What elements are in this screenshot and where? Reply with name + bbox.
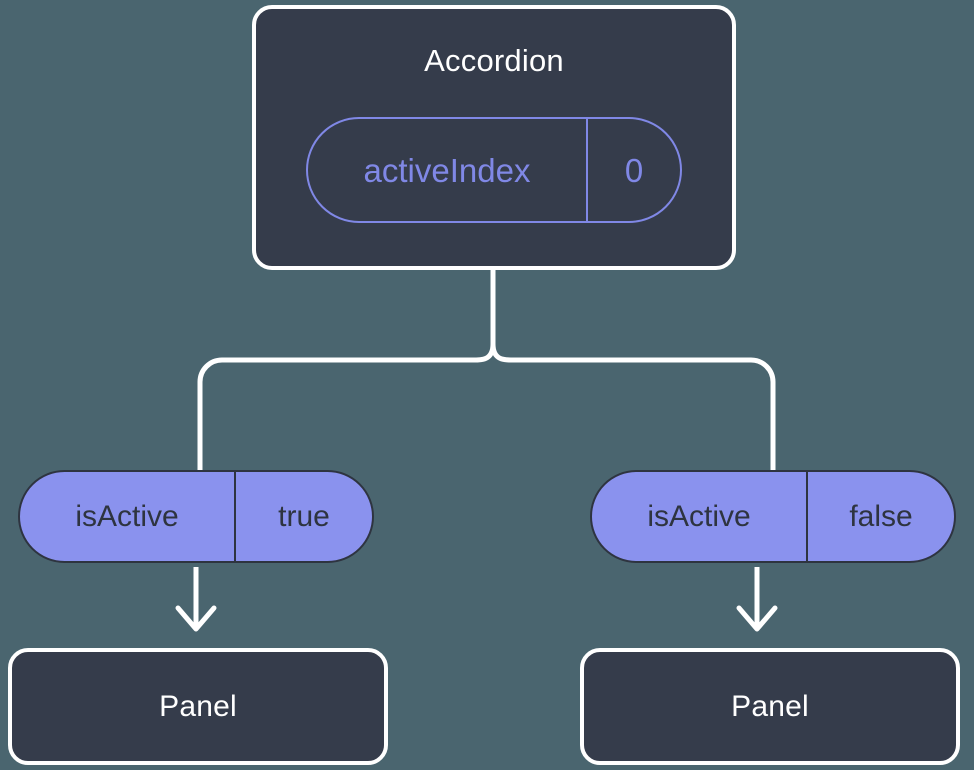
prop-pill-is-active-true-value: true xyxy=(278,499,330,533)
node-accordion-label: Accordion xyxy=(424,43,564,78)
connector-branch-left xyxy=(197,343,496,470)
prop-pill-is-active-false[interactable]: isActive false xyxy=(590,470,956,563)
node-panel-left-label: Panel xyxy=(159,689,237,723)
prop-pill-is-active-true-key: isActive xyxy=(20,472,236,561)
state-pill-active-index-value: 0 xyxy=(624,151,644,189)
arrow-head-left-icon xyxy=(175,605,217,632)
state-pill-active-index-key: activeIndex xyxy=(308,119,588,221)
prop-pill-is-active-false-value: false xyxy=(849,499,913,533)
state-pill-active-index[interactable]: activeIndex 0 xyxy=(306,117,682,223)
prop-pill-is-active-true[interactable]: isActive true xyxy=(18,470,374,563)
connector-branch-right xyxy=(490,343,776,470)
prop-pill-is-active-false-key: isActive xyxy=(592,472,808,561)
node-panel-right-label: Panel xyxy=(731,689,809,723)
arrow-head-right-icon xyxy=(736,605,778,632)
node-panel-left[interactable]: Panel xyxy=(8,648,388,765)
node-panel-right[interactable]: Panel xyxy=(580,648,960,765)
